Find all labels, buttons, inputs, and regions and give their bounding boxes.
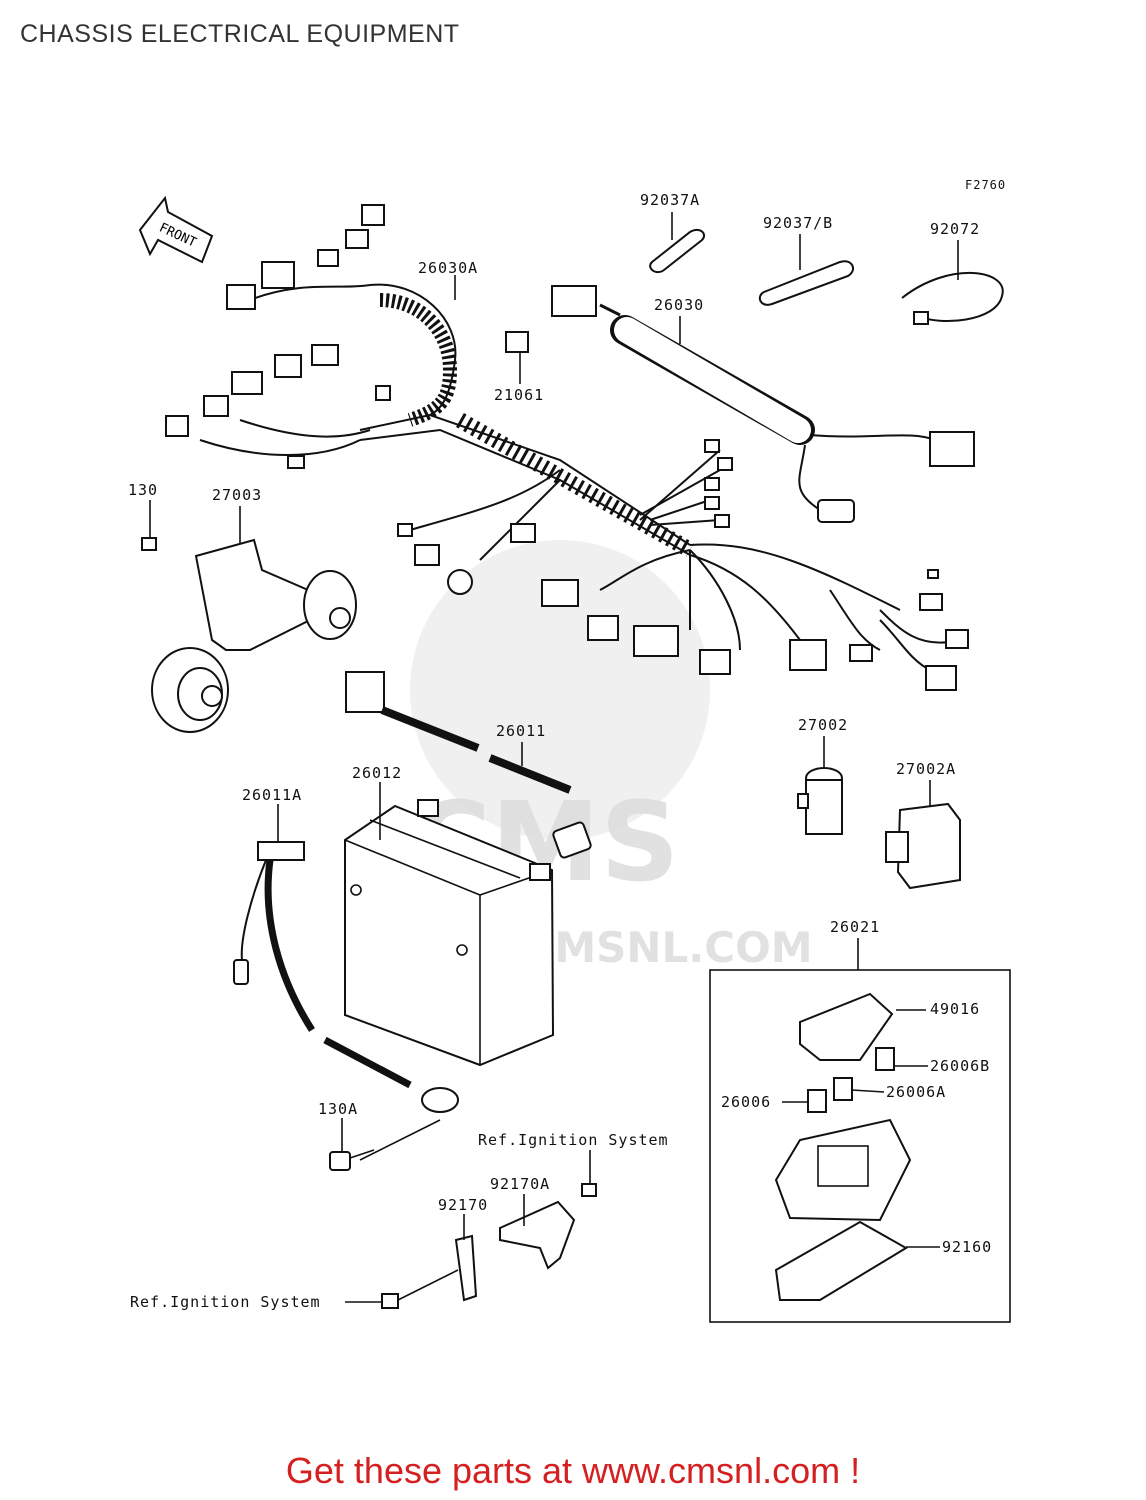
- bolt-130A: [329, 1149, 375, 1171]
- label-26021: 26021: [830, 918, 880, 936]
- battery-26012: [344, 799, 555, 1067]
- label-26011: 26011: [496, 722, 546, 740]
- main-wiring-harness: [165, 204, 969, 691]
- label-27002A: 27002A: [896, 760, 956, 778]
- label-ref-ignition-2: Ref.Ignition System: [130, 1293, 321, 1311]
- label-92072: 92072: [930, 220, 980, 238]
- part-21061: [505, 331, 529, 353]
- cable-26011A: [233, 841, 459, 1113]
- front-arrow-icon: FRONT: [138, 195, 214, 264]
- bracket-92170A: [499, 1183, 597, 1270]
- horn-assembly: [141, 537, 357, 733]
- part-labels: 92037A 92037/B 92072 26030A 26030 21061 …: [128, 191, 992, 1311]
- label-92170A: 92170A: [490, 1175, 550, 1193]
- part-27002: [797, 767, 843, 835]
- label-26030A: 26030A: [418, 259, 478, 277]
- label-26006A: 26006A: [886, 1083, 946, 1101]
- bracket-92170: [381, 1234, 478, 1309]
- label-27003: 27003: [212, 486, 262, 504]
- label-26012: 26012: [352, 764, 402, 782]
- leader-lines: [149, 212, 959, 1303]
- part-27002A: [885, 802, 961, 890]
- label-21061: 21061: [494, 386, 544, 404]
- clamp-92037B: [758, 260, 855, 306]
- fuse-box-group: [709, 969, 1011, 1323]
- label-26006B: 26006B: [930, 1057, 990, 1075]
- label-92170: 92170: [438, 1196, 488, 1214]
- label-26006: 26006: [721, 1093, 771, 1111]
- label-92037A: 92037A: [640, 191, 700, 209]
- figure-code: F2760: [965, 178, 1006, 192]
- clamp-92037A: [649, 228, 706, 274]
- label-92160: 92160: [942, 1238, 992, 1256]
- label-130A: 130A: [318, 1100, 358, 1118]
- label-26011A: 26011A: [242, 786, 302, 804]
- label-ref-ignition-1: Ref.Ignition System: [478, 1131, 669, 1149]
- label-26030: 26030: [654, 296, 704, 314]
- cable-26011: [345, 671, 592, 859]
- sub-harness-26030: [551, 285, 975, 523]
- page-title: CHASSIS ELECTRICAL EQUIPMENT: [20, 20, 460, 48]
- label-130: 130: [128, 481, 158, 499]
- label-92037B: 92037/B: [763, 214, 833, 232]
- label-27002: 27002: [798, 716, 848, 734]
- label-49016: 49016: [930, 1000, 980, 1018]
- footer-cta-link[interactable]: Get these parts at www.cmsnl.com !: [285, 1450, 861, 1491]
- band-92072: [901, 271, 1004, 325]
